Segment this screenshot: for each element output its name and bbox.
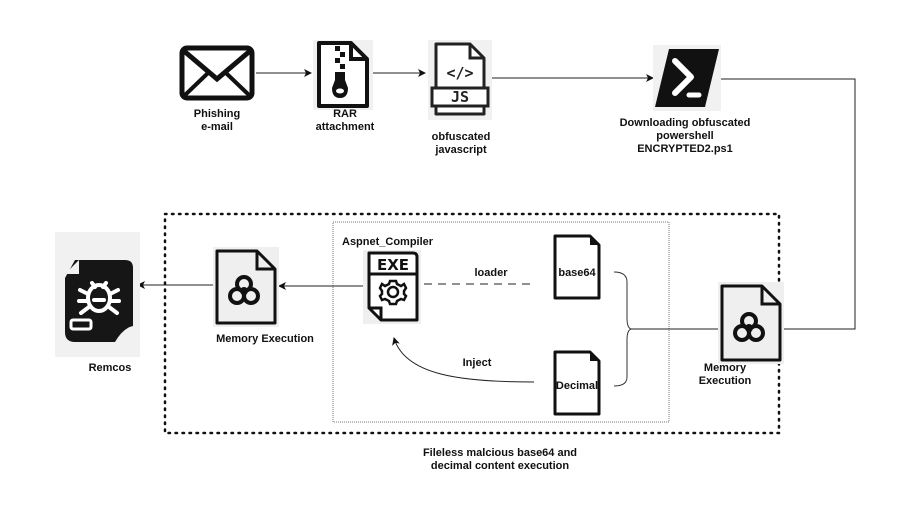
base64-file-icon [552, 233, 602, 301]
biohazard-file-icon [718, 282, 784, 364]
exe-gear-icon: EXE [363, 250, 421, 324]
group-caption: Fileless malcious base64 and decimal con… [422, 447, 578, 472]
base64-label: base64 [558, 267, 596, 279]
rar-label: RAR attachment [315, 108, 375, 133]
aspnet-container-box [332, 221, 670, 423]
decimal-label: Decimal [555, 380, 599, 392]
envelope-icon [179, 45, 255, 101]
edge-inject [392, 337, 535, 383]
javascript-file-icon: </> JS [428, 40, 492, 120]
inject-label: Inject [462, 357, 492, 369]
svg-text:</>: </> [446, 64, 473, 82]
memory-left-label: Memory Execution [216, 333, 314, 345]
malware-bug-file-icon [55, 232, 140, 357]
remcos-label: Remcos [88, 362, 132, 374]
powershell-label: Downloading obfuscated powershell ENCRYP… [619, 117, 751, 155]
loader-label: loader [474, 267, 508, 279]
zip-file-icon [313, 40, 373, 110]
phishing-label: Phishing e-mail [193, 108, 241, 133]
biohazard-file-icon [213, 247, 279, 327]
svg-text:JS: JS [451, 88, 469, 106]
brace [613, 271, 633, 387]
js-label: obfuscated javascript [431, 131, 491, 156]
aspnet-label: Aspnet_Compiler [342, 236, 434, 248]
svg-text:EXE: EXE [377, 256, 409, 274]
memory-right-label: Memory Execution [698, 362, 752, 387]
decimal-file-icon [552, 349, 602, 417]
powershell-icon [653, 45, 721, 111]
